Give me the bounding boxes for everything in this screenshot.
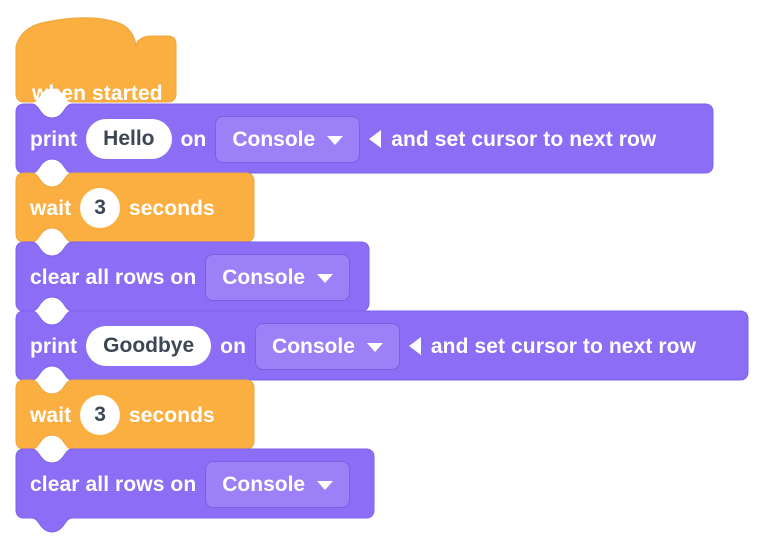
print-label: print <box>30 334 78 358</box>
print-label: print <box>30 127 78 151</box>
block-wait-2-content: wait 3 seconds <box>16 391 215 439</box>
block-wait-1[interactable]: wait 3 seconds <box>15 172 255 243</box>
console-dropdown-label: Console <box>272 334 355 358</box>
console-dropdown[interactable]: Console <box>205 253 351 301</box>
clear-all-rows-label: clear all rows on <box>30 265 197 289</box>
block-clear-rows-1[interactable]: clear all rows on Console <box>15 241 370 312</box>
console-dropdown-label: Console <box>222 472 306 496</box>
print-text-input[interactable]: Goodbye <box>86 326 212 366</box>
block-when-started-content: when started <box>16 14 163 118</box>
console-dropdown[interactable]: Console <box>205 460 351 508</box>
chevron-down-icon <box>366 342 383 352</box>
clear-all-rows-label: clear all rows on <box>30 472 197 496</box>
block-clear-rows-2[interactable]: clear all rows on Console <box>15 448 375 533</box>
block-when-started[interactable]: when started <box>15 14 177 104</box>
set-cursor-label: and set cursor to next row <box>391 127 657 151</box>
block-print-goodbye[interactable]: print Goodbye on Console and set cursor … <box>15 310 749 381</box>
chevron-down-icon <box>327 135 344 145</box>
on-label: on <box>180 127 207 151</box>
wait-seconds-input[interactable]: 3 <box>80 395 120 435</box>
print-text-input[interactable]: Hello <box>86 119 172 159</box>
chevron-down-icon <box>317 273 334 283</box>
seconds-label: seconds <box>128 196 215 220</box>
console-dropdown-label: Console <box>232 127 316 151</box>
seconds-label: seconds <box>128 403 215 427</box>
block-wait-2[interactable]: wait 3 seconds <box>15 379 255 450</box>
set-cursor-label: and set cursor to next row <box>430 334 697 358</box>
console-dropdown[interactable]: Console <box>215 115 361 163</box>
block-print-goodbye-content: print Goodbye on Console and set cursor … <box>16 322 696 370</box>
block-print-hello-content: print Hello on Console and set cursor to… <box>16 115 656 163</box>
wait-label: wait <box>30 196 72 220</box>
chevron-down-icon <box>317 480 334 490</box>
block-print-hello[interactable]: print Hello on Console and set cursor to… <box>15 103 714 174</box>
wait-label: wait <box>30 403 72 427</box>
console-dropdown[interactable]: Console <box>255 322 400 370</box>
on-label: on <box>220 334 247 358</box>
triangle-left-icon[interactable] <box>369 130 382 148</box>
console-dropdown-label: Console <box>222 265 306 289</box>
block-clear-rows-1-content: clear all rows on Console <box>16 253 359 301</box>
block-wait-1-content: wait 3 seconds <box>16 184 215 232</box>
triangle-left-icon[interactable] <box>408 337 421 355</box>
when-started-label: when started <box>32 82 163 105</box>
wait-seconds-input[interactable]: 3 <box>80 188 120 228</box>
block-clear-rows-2-content: clear all rows on Console <box>16 460 359 508</box>
